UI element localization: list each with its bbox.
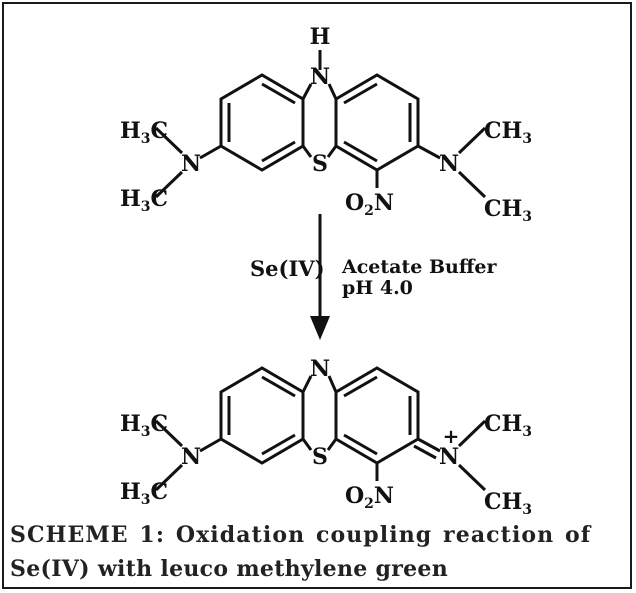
top-left-upper-methyl: H3C [120, 118, 168, 147]
bottom-nitro-group: O2N [345, 483, 394, 512]
bottom-left-lower-methyl: H3C [120, 479, 168, 508]
bottom-left-upper-methyl: H3C [120, 411, 168, 440]
bottom-right-lower-methyl: CH3 [484, 489, 532, 518]
bottom-ring-nitrogen: N [310, 356, 330, 382]
bottom-right-upper-methyl: CH3 [484, 411, 532, 440]
top-nh-hydrogen: H [310, 24, 331, 50]
bottom-left-amine-nitrogen: N [181, 444, 201, 470]
caption-line-1: SCHEME 1: Oxidation coupling reaction of [10, 522, 592, 548]
top-molecule: H N S N H3C H3C N CH3 CH3 O2N [120, 24, 532, 225]
condition-buffer-label: Acetate Buffer [341, 256, 498, 278]
iminium-charge: + [443, 424, 460, 448]
scheme-caption: SCHEME 1: Oxidation coupling reaction of… [10, 518, 628, 586]
top-left-lower-methyl: H3C [120, 186, 168, 215]
bottom-ring-sulfur: S [312, 444, 328, 470]
top-right-lower-methyl: CH3 [484, 196, 532, 225]
top-ring-nitrogen: N [310, 64, 330, 90]
bottom-iminium-nitrogen: N [439, 444, 459, 470]
reagent-label: Se(IV) [250, 256, 325, 281]
top-ring-sulfur: S [312, 151, 328, 177]
bottom-molecule: N S N H3C H3C N + CH3 CH3 O2N [120, 356, 532, 518]
top-molecule-bonds [154, 50, 487, 199]
reaction-arrow [310, 214, 330, 340]
top-right-amine-nitrogen: N [439, 151, 459, 177]
bottom-molecule-bonds [154, 366, 487, 492]
condition-ph-label: pH 4.0 [342, 277, 413, 299]
top-right-upper-methyl: CH3 [484, 118, 532, 147]
top-nitro-group: O2N [345, 190, 394, 219]
caption-line-2: Se(IV) with leuco methylene green [10, 556, 448, 582]
top-left-amine-nitrogen: N [181, 151, 201, 177]
